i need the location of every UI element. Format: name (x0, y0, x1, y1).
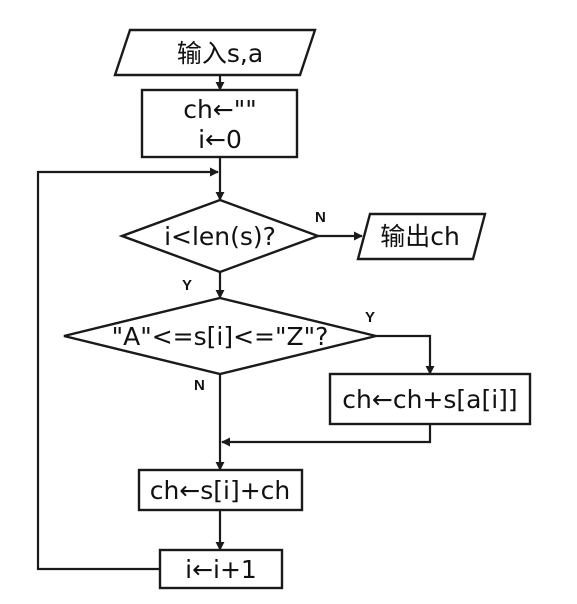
edge-append-to-merge (221, 424, 432, 447)
increment-node-label: i←i+1 (185, 555, 257, 584)
branch-label-upper-no: N (194, 377, 205, 394)
branch-label-length-no: N (315, 209, 326, 226)
input-node-label: 输入s,a (177, 39, 263, 68)
append-node-label: ch←ch+s[a[i]] (342, 385, 517, 414)
init-ch-label: ch←"" (183, 95, 257, 124)
output-node-label: 输出ch (380, 222, 460, 251)
condition-length-label: i<len(s)? (164, 222, 276, 251)
branch-label-upper-yes: Y (365, 309, 375, 326)
edge-loop-back (36, 167, 219, 571)
output-node-shape (356, 212, 487, 261)
input-node-shape (113, 28, 317, 77)
init-i-label: i←0 (198, 125, 242, 154)
prepend-node-label: ch←s[i]+ch (150, 476, 291, 505)
condition-upper-label: "A"<=s[i]<="Z"? (112, 322, 329, 351)
edge-upper-yes-to-append (376, 334, 435, 375)
branch-label-length-yes: Y (182, 277, 192, 294)
